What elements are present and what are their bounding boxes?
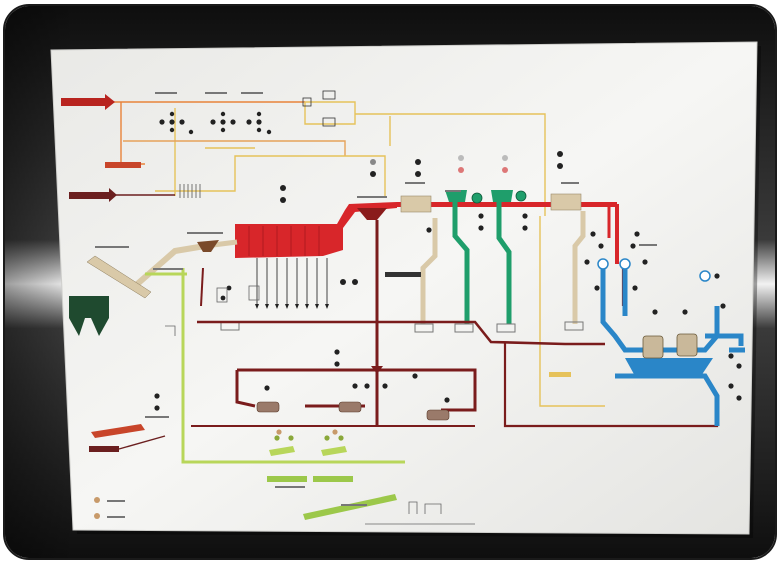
pump-symbols (471, 190, 527, 204)
inclined-conveyor (86, 255, 152, 299)
green-lines (452, 202, 512, 324)
mimic-board (50, 41, 758, 535)
indicator-lamps-top (159, 111, 563, 203)
valve-symbols (302, 90, 336, 127)
small-equipment-outline (165, 285, 475, 525)
beige-header-1 (400, 195, 432, 213)
beige-header-2 (550, 193, 582, 211)
red-main-line (235, 202, 619, 264)
lime-lines (145, 268, 405, 464)
mimic-panel-photo (5, 6, 775, 558)
separator-units (256, 401, 450, 421)
photo-frame (3, 4, 777, 560)
inlet-top-left (61, 98, 105, 106)
heater-comb (179, 184, 201, 198)
filter-press-units (642, 333, 698, 359)
blue-trough (625, 358, 713, 376)
feed-conveyor-low (91, 424, 145, 438)
dark-green-hopper (69, 296, 109, 336)
orange-thin-lines (101, 101, 605, 407)
indicator-lamps-scatter (154, 231, 742, 411)
blue-gauge (597, 258, 711, 282)
furnace-drop-rods (256, 258, 328, 306)
lime-slope-conveyor (303, 494, 397, 520)
red-furnace-block (235, 202, 397, 258)
